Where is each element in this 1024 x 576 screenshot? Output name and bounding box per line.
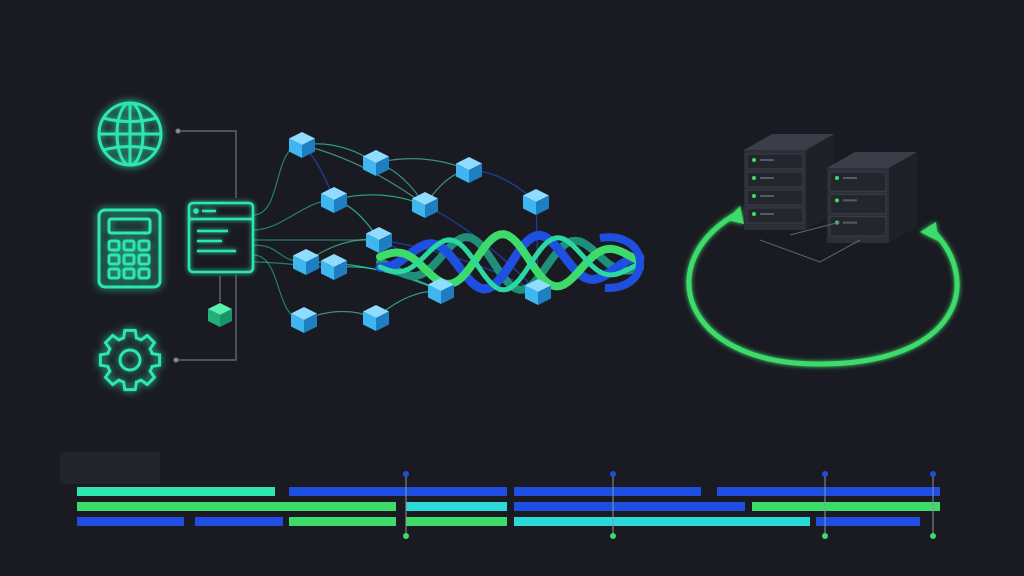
calculator-icon xyxy=(97,208,162,289)
cube-node xyxy=(293,249,319,275)
green-cube xyxy=(208,303,232,327)
timeline-marker xyxy=(930,471,936,539)
timeline-bar xyxy=(77,517,184,526)
green-cube xyxy=(208,303,232,327)
cube-node xyxy=(321,187,347,213)
network-link xyxy=(378,239,539,293)
calculator-key xyxy=(107,253,121,266)
braid-strands xyxy=(375,230,645,294)
network-nodes xyxy=(289,132,551,333)
cube-node xyxy=(321,254,347,280)
gear-icon xyxy=(98,328,162,392)
timeline-bar xyxy=(77,487,275,496)
cube-node xyxy=(366,227,392,253)
calculator-key xyxy=(122,239,136,252)
server-right xyxy=(827,152,917,243)
braid-strand xyxy=(375,230,645,294)
timeline-bar xyxy=(514,487,701,496)
timeline-bar xyxy=(514,502,745,511)
timeline-bar xyxy=(406,502,507,511)
icon-connectors xyxy=(173,128,237,363)
timeline-bar xyxy=(77,502,396,511)
network-links xyxy=(252,143,539,321)
calculator-key xyxy=(137,253,151,266)
timeline-label-box xyxy=(60,452,160,484)
cube-node xyxy=(363,150,389,176)
calculator-key xyxy=(137,267,151,280)
cube-node xyxy=(525,279,551,305)
globe-icon xyxy=(97,101,163,167)
server-left xyxy=(744,134,834,230)
server-rack-icon xyxy=(744,134,917,243)
cube-node xyxy=(291,307,317,333)
browser-window-icon xyxy=(187,201,255,274)
timeline-bar xyxy=(289,517,396,526)
timeline-marker xyxy=(822,471,828,539)
braid-strand xyxy=(377,235,643,293)
timeline-marker xyxy=(610,471,616,539)
fanout-link xyxy=(252,144,303,216)
network-link xyxy=(301,144,426,206)
cube-node xyxy=(289,132,315,158)
timeline-bar xyxy=(717,487,940,496)
calculator-key xyxy=(122,253,136,266)
calculator-key xyxy=(137,239,151,252)
braid-strand xyxy=(376,230,644,291)
cube-node xyxy=(412,192,438,218)
timeline-markers xyxy=(403,471,936,539)
calculator-keys xyxy=(107,239,151,280)
cube-node xyxy=(523,189,549,215)
cycle-arrow-icon xyxy=(686,206,960,367)
network-link xyxy=(333,194,426,206)
timeline-marker xyxy=(403,471,409,539)
timeline-bar xyxy=(406,517,507,526)
server-connectors xyxy=(759,221,861,263)
timeline-bar xyxy=(752,502,940,511)
timeline-bar xyxy=(514,517,810,526)
timeline-bar xyxy=(289,487,507,496)
calculator-key xyxy=(107,239,121,252)
timeline-bars xyxy=(77,487,940,526)
timeline-bar xyxy=(816,517,920,526)
cube-node xyxy=(363,305,389,331)
timeline-bar xyxy=(195,517,283,526)
cube-node xyxy=(456,157,482,183)
cube-node xyxy=(428,278,454,304)
calculator-key xyxy=(107,267,121,280)
braid-loop xyxy=(599,233,645,293)
left-icon-column xyxy=(97,101,163,392)
calculator-key xyxy=(122,267,136,280)
